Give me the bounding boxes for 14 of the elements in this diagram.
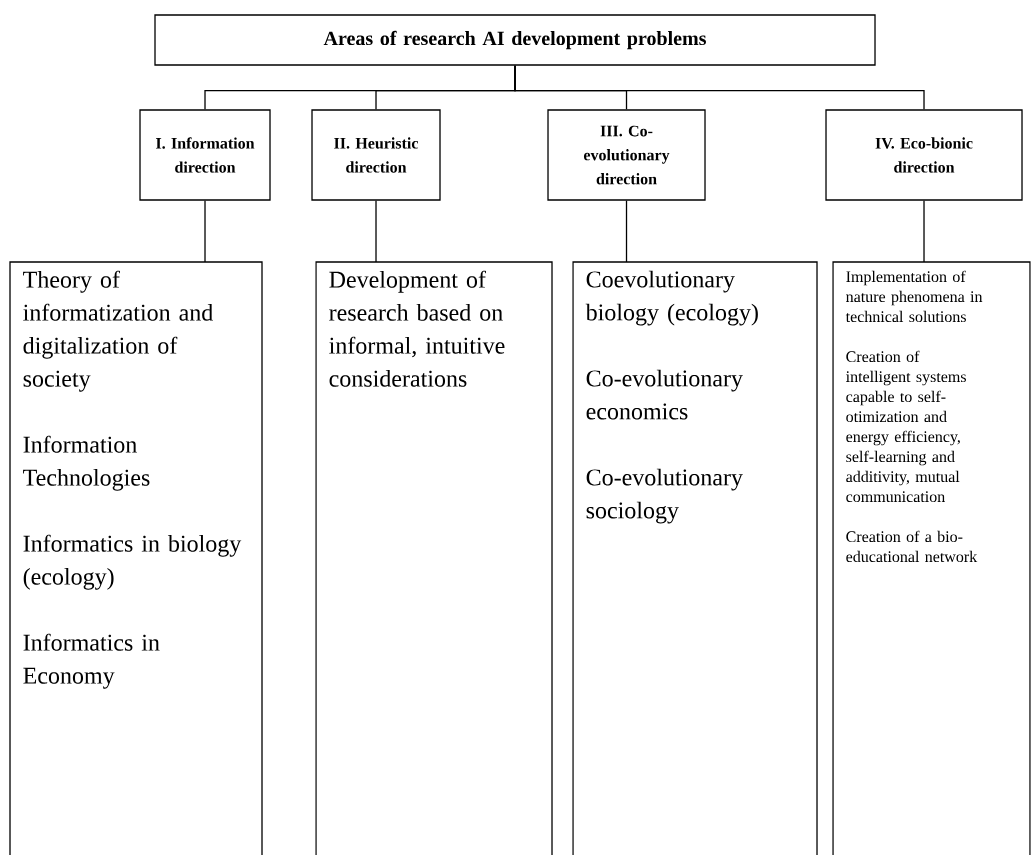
topic-column: Development of research based on informal, intuitive considerations [315,261,553,855]
topic-column: Coevolutionary biology (ecology) Co-evolutionary economics Co-evolutionary sociology [572,261,818,855]
connector-line [204,200,206,263]
direction-box: III. Co-evolutionary direction [547,109,706,201]
title-box: Areas of research AI development problems [154,14,876,66]
connector-line [514,65,925,110]
connector-line [375,200,377,263]
topic-column: Theory of informatization and digitalization of society Information Technologies Informatics in biology (ecology) Informatics in Economy [9,261,263,855]
topic-column: Implementation of nature phenomena in technical solutions Creation of intelligent systems capable to self-otimization and energy efficiency, self-learning and additivity, mutual communication Creation of a bio-educational network [832,261,1031,855]
direction-box: IV. Eco-bionic direction [825,109,1023,201]
direction-box: II. Heuristic direction [311,109,441,201]
connector-line [625,200,628,263]
connector-line [923,200,925,263]
direction-box: I. Information direction [139,109,271,201]
